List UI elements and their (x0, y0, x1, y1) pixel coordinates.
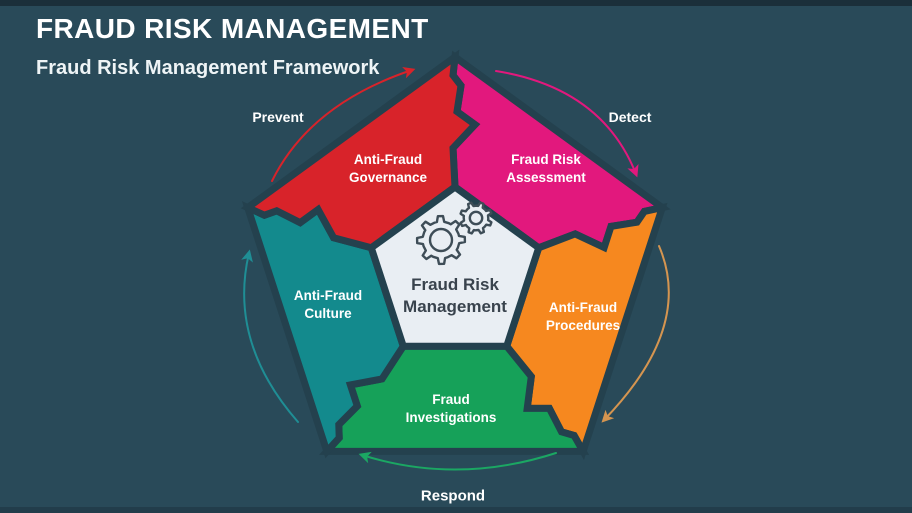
slide-title: FRAUD RISK MANAGEMENT (36, 13, 429, 44)
respond-arrow (358, 451, 557, 471)
gears-icon (415, 201, 493, 266)
bottom-border-strip (0, 507, 912, 513)
culture-arrow (241, 249, 299, 423)
top-border-strip (0, 0, 912, 6)
prevent-arrow (271, 66, 416, 182)
small-gear-hole (468, 210, 484, 226)
big-gear-hole (428, 227, 454, 253)
big-gear-icon (415, 214, 467, 266)
center-pentagon (367, 182, 543, 350)
slide-subtitle: Fraud Risk Management Framework (36, 57, 380, 79)
detect-arrow (495, 70, 639, 178)
segment-anti-fraud-governance (240, 49, 481, 252)
procedures-arrow (601, 245, 670, 423)
small-gear-icon (459, 201, 493, 235)
